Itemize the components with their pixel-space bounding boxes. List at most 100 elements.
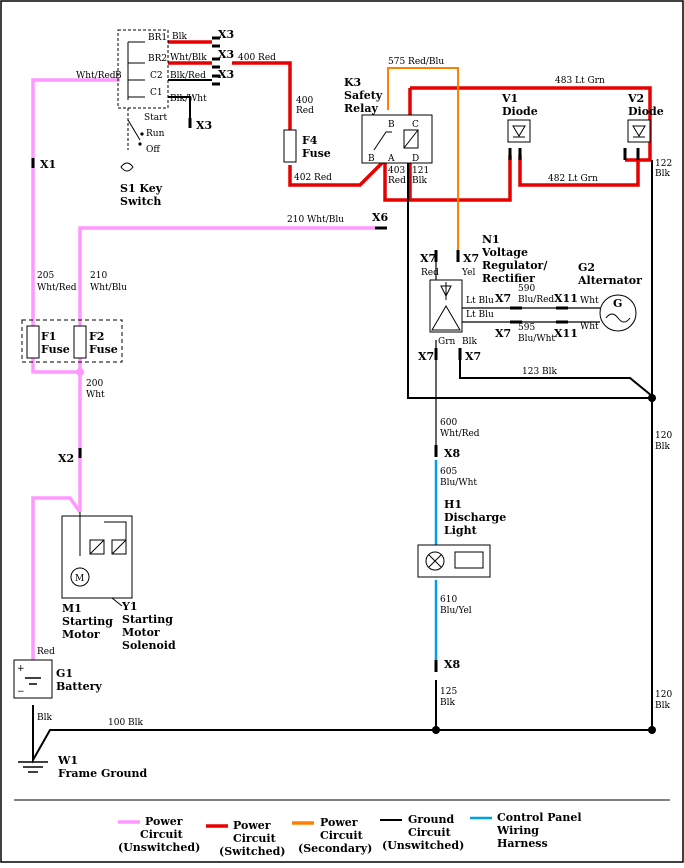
fuse-f2 [73,325,87,359]
relay-coil-diag [403,129,419,149]
label-v1: V1 [501,92,518,105]
wire-402-red [288,158,387,187]
label-h1: H1 [444,498,462,511]
conn-x7-d: X7 [495,327,511,340]
conn-x2: X2 [58,452,74,465]
label-m1: M1 [62,602,82,615]
legend-text-7: Power [320,816,358,829]
starting-motor-m1: M M1 Starting Motor Y1 Starting Motor So… [61,512,176,652]
legend-text-12: (Unswitched) [382,839,464,852]
label-b: B [115,71,122,81]
legend-text-1: Power [145,815,183,828]
label-f1-fuse: Fuse [41,343,70,356]
wire-121-blk [407,160,650,399]
relay-pin-d: D [412,154,419,164]
wire-label-lt-blu-a: Lt Blu [466,296,494,306]
label-n1-voltage: Voltage [481,246,528,259]
solenoid-coil-a [89,539,105,555]
wire-label-120-b: 120 [655,690,672,700]
wire-label-205: 205 [37,271,54,281]
legend-text-14: Wiring [496,824,539,837]
conn-x8-b: X8 [444,658,461,671]
label-m1-starting: Starting [62,615,113,628]
diode-v2-symbol [632,125,646,137]
label-f2-fuse: Fuse [89,343,118,356]
starter-lead-b [104,521,127,540]
wire-blk-wht-c1 [168,96,191,118]
wire-label-400: 400 [296,96,313,106]
label-g1-battery: Battery [56,680,102,693]
wire-label-200-wht: Wht [86,390,105,400]
legend-item-secondary: Power Circuit (Secondary) [292,816,372,855]
wire-482-lt-grn [518,155,640,187]
alternator-g2: G G2 Alternator [577,261,642,332]
legend-text-13: Control Panel [497,811,582,824]
alternator-wave [605,313,631,323]
legend-text-8: Circuit [320,829,364,842]
wire-label-n1-blk: Blk [462,337,477,347]
starter-box [61,515,133,599]
conn-x7-b: X7 [463,252,479,265]
motor-symbol: M [75,574,84,584]
diode-v2: V2 Diode [627,92,664,143]
wire-label-batt-blk: Blk [37,713,52,723]
label-c2: C2 [150,71,163,81]
solenoid-coil-b-diag [111,539,127,555]
label-k3: K3 [344,76,361,89]
relay-box [361,114,433,164]
diode-v1-box [507,119,531,143]
wire-battery-red [31,496,82,660]
legend-text-15: Harness [497,837,548,850]
wire-label-wht-b: Wht [580,322,599,332]
safety-relay-k3: B C B A D K3 Safety Relay [344,76,433,164]
conn-x8-a: X8 [444,447,461,460]
wire-label-595: 595 [518,323,535,333]
wire-label-grn: Grn [438,337,455,347]
unswitched-wires [31,78,375,660]
wire-123-blk [459,355,653,397]
label-f4-fuse: Fuse [302,147,331,160]
battery-icon [454,551,484,569]
alternator-symbol: G [613,297,622,310]
wire-label-205-wht-red: Wht/Red [37,283,77,293]
wire-label-121-blk: Blk [412,176,427,186]
legend-item-switched: Power Circuit (Switched) [206,819,285,858]
legend-text-9: (Secondary) [298,842,372,855]
alternator-wires [460,307,600,323]
label-n1-regulator: Regulator/ [482,259,548,272]
splice-gnd-a [648,394,656,402]
wire-label-600-wht-red: Wht/Red [440,429,480,439]
discharge-light-box [417,544,491,578]
conn-x11-a: X11 [554,292,578,305]
wire-label-210-wht-blu: Wht/Blu [90,283,127,293]
label-h1-discharge: Discharge [444,511,506,524]
wire-label-batt-red: Red [37,647,55,657]
wire-label-n1-yel: Yel [461,268,475,278]
connector-marks [31,36,640,672]
wire-label-400-red: 400 Red [238,53,276,63]
conn-x1: X1 [40,158,56,171]
wire-label-wht-a: Wht [580,296,599,306]
conn-x3-mid: X3 [218,48,234,61]
legend-text-2: Circuit [140,828,184,841]
fuse-f4 [283,129,297,163]
wire-label-403: 403 [388,166,405,176]
wire-400-red [232,61,292,130]
conn-x7-c: X7 [495,292,511,305]
wire-label-483: 483 Lt Grn [555,76,605,86]
wire-label-403-red: Red [388,176,406,186]
legend-text-5: Circuit [233,832,277,845]
voltage-regulator-n1: N1 Voltage Regulator/ Rectifier [429,233,548,333]
wire-label-121: 121 [412,166,429,176]
wire-label-125: 125 [440,687,457,697]
label-g2-alternator: Alternator [577,274,642,287]
battery-g1: + − G1 Battery [13,659,102,699]
label-y1: Y1 [121,600,138,613]
wire-575-red-blu [387,67,459,255]
wire-label-400-red-b: Red [296,106,314,116]
wire-label-blk-br1: Blk [172,32,187,42]
label-off: Off [146,145,160,155]
conn-x3-bottom: X3 [196,119,212,132]
relay-pin-c: C [412,120,419,130]
